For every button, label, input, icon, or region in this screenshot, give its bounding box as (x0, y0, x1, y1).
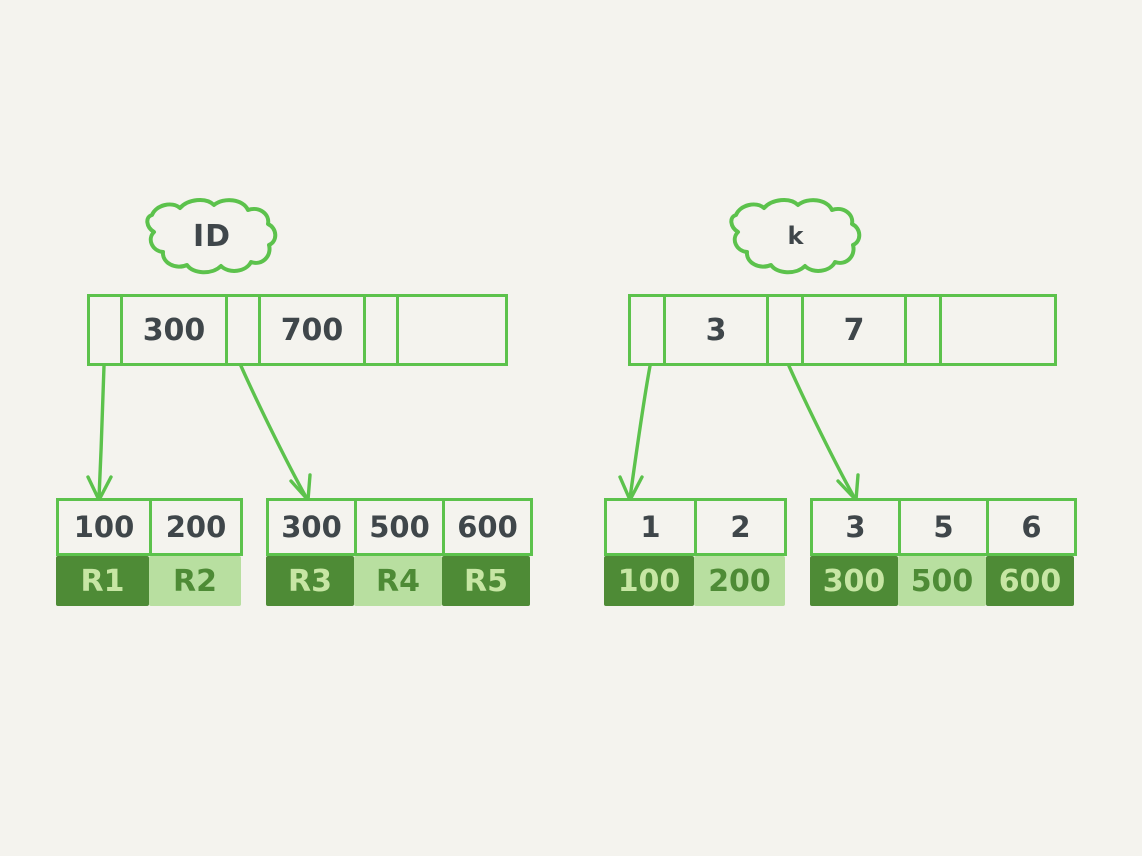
leaf-node-k-leaf-1: 1 2 100 200 (604, 498, 787, 606)
root-id-empty-cell[interactable] (396, 294, 508, 366)
root-id-pointer-1[interactable] (225, 294, 261, 366)
leaf-id-2-key-300[interactable]: 300 (266, 498, 357, 556)
leaf-k-1-key-2[interactable]: 2 (694, 498, 787, 556)
leaf-k-2-value-600[interactable]: 600 (986, 556, 1074, 606)
root-id-key-700[interactable]: 700 (258, 294, 366, 366)
leaf-node-id-leaf-1: 100 200 R1 R2 (56, 498, 243, 606)
leaf-id-2-key-600[interactable]: 600 (442, 498, 533, 556)
leaf-id-1-value-r1[interactable]: R1 (56, 556, 149, 606)
arrow-k-root-to-leaf2 (787, 364, 860, 502)
leaf-k-2-key-5[interactable]: 5 (898, 498, 989, 556)
root-k-pointer-0[interactable] (628, 294, 666, 366)
leaf-k-2-value-300[interactable]: 300 (810, 556, 898, 606)
root-k-pointer-2[interactable] (904, 294, 942, 366)
leaf-id-1-values: R1 R2 (56, 556, 241, 606)
leaf-k-2-key-3[interactable]: 3 (810, 498, 901, 556)
root-id-key-300[interactable]: 300 (120, 294, 228, 366)
root-k-key-3[interactable]: 3 (663, 294, 769, 366)
arrow-id-root-to-leaf2 (239, 364, 312, 502)
root-k-empty-cell[interactable] (939, 294, 1057, 366)
leaf-k-1-keys: 1 2 (604, 498, 787, 556)
leaf-id-2-value-r3[interactable]: R3 (266, 556, 354, 606)
leaf-k-1-key-1[interactable]: 1 (604, 498, 697, 556)
leaf-k-1-value-200[interactable]: 200 (694, 556, 785, 606)
leaf-node-id-leaf-2: 300 500 600 R3 R4 R5 (266, 498, 533, 606)
leaf-id-1-key-100[interactable]: 100 (56, 498, 152, 556)
leaf-id-1-keys: 100 200 (56, 498, 243, 556)
arrow-id-root-to-leaf1 (86, 364, 113, 502)
root-id-pointer-2[interactable] (363, 294, 399, 366)
cloud-label-k: k (736, 200, 856, 272)
leaf-id-1-key-200[interactable]: 200 (149, 498, 243, 556)
leaf-id-2-value-r5[interactable]: R5 (442, 556, 530, 606)
leaf-k-2-key-6[interactable]: 6 (986, 498, 1077, 556)
leaf-id-1-value-r2[interactable]: R2 (149, 556, 241, 606)
arrow-k-root-to-leaf1 (618, 364, 652, 502)
leaf-k-2-keys: 3 5 6 (810, 498, 1077, 556)
leaf-k-2-value-500[interactable]: 500 (898, 556, 986, 606)
root-id-pointer-0[interactable] (87, 294, 123, 366)
leaf-k-1-value-100[interactable]: 100 (604, 556, 694, 606)
root-k-pointer-1[interactable] (766, 294, 804, 366)
cloud-label-k-text: k (787, 222, 805, 250)
leaf-id-2-values: R3 R4 R5 (266, 556, 530, 606)
leaf-id-2-keys: 300 500 600 (266, 498, 533, 556)
cloud-label-id: ID (152, 200, 272, 272)
root-k-key-7[interactable]: 7 (801, 294, 907, 366)
leaf-k-2-values: 300 500 600 (810, 556, 1074, 606)
leaf-id-2-key-500[interactable]: 500 (354, 498, 445, 556)
root-node-id-index: 300 700 (87, 294, 508, 366)
leaf-k-1-values: 100 200 (604, 556, 785, 606)
leaf-node-k-leaf-2: 3 5 6 300 500 600 (810, 498, 1077, 606)
root-node-k-index: 3 7 (628, 294, 1057, 366)
leaf-id-2-value-r4[interactable]: R4 (354, 556, 442, 606)
cloud-label-id-text: ID (192, 218, 232, 254)
